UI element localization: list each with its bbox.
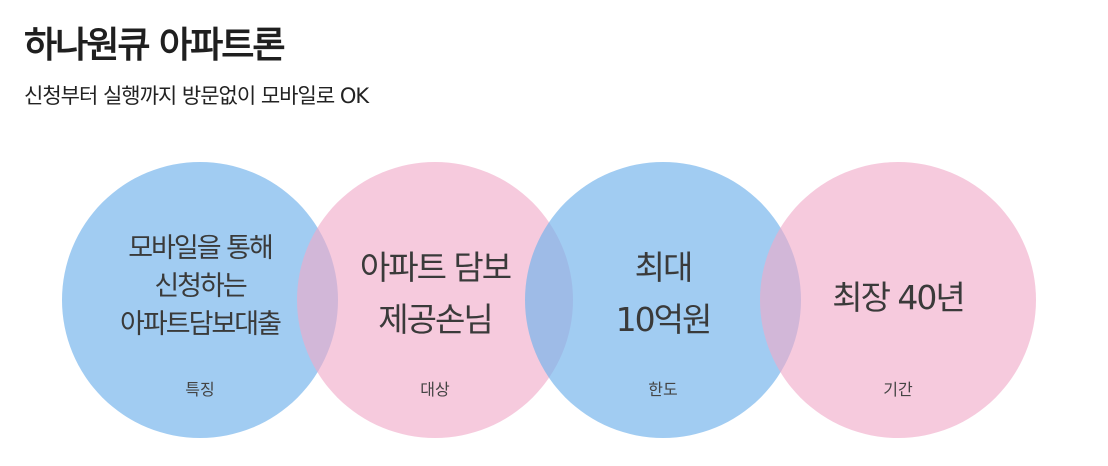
feature-caption: 특징 xyxy=(185,380,215,399)
feature-circle-period: 최장 40년 기간 xyxy=(760,162,1036,438)
feature-value: 모바일을 통해 신청하는 아파트담보대출 xyxy=(62,230,338,344)
page-subtitle: 신청부터 실행까지 방문없이 모바일로 OK xyxy=(24,84,369,108)
page-title: 하나원큐 아파트론 xyxy=(24,25,285,66)
feature-caption: 기간 xyxy=(883,380,913,399)
feature-value-line: 제공손님 xyxy=(378,300,493,339)
feature-caption: 한도 xyxy=(648,380,678,399)
feature-value: 최장 40년 xyxy=(760,278,1036,318)
feature-value: 최대 10억원 xyxy=(525,242,801,346)
feature-value-line: 모바일을 통해 xyxy=(128,233,274,264)
feature-value-line: 아파트 담보 xyxy=(359,248,512,287)
feature-value-line: 최대 xyxy=(634,248,694,287)
feature-circle-characteristic: 모바일을 통해 신청하는 아파트담보대출 특징 xyxy=(62,162,338,438)
feature-caption: 대상 xyxy=(420,380,450,399)
feature-circle-limit: 최대 10억원 한도 xyxy=(525,162,801,438)
feature-circle-target: 아파트 담보 제공손님 대상 xyxy=(297,162,573,438)
feature-value: 아파트 담보 제공손님 xyxy=(297,242,573,346)
feature-value-line: 아파트담보대출 xyxy=(120,309,282,340)
feature-value-line: 10억원 xyxy=(615,300,713,339)
feature-value-line: 신청하는 xyxy=(154,271,247,302)
feature-value-line: 최장 40년 xyxy=(832,278,966,317)
